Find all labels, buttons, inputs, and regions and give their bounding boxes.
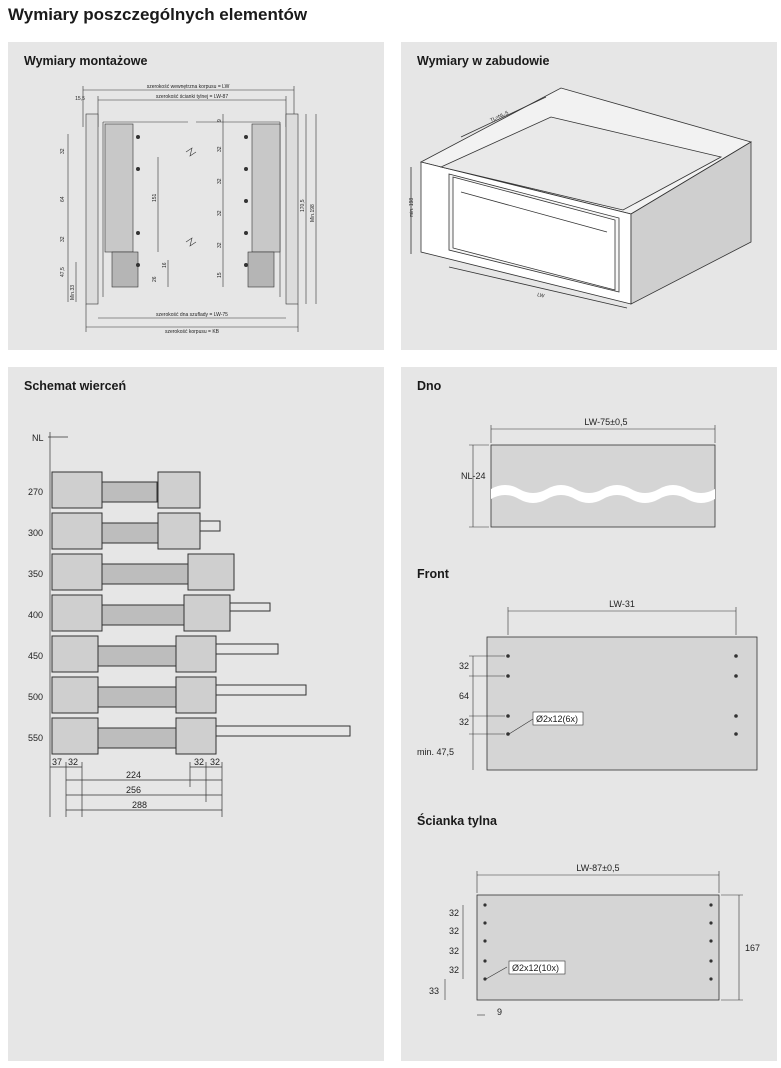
- dim-151: 151: [152, 193, 158, 202]
- page-title: Wymiary poszczególnych elementów: [8, 5, 308, 24]
- row-label-550: 550: [28, 733, 43, 743]
- panel-components: LW-75±0,5 NL-24 LW-31 32 6: [401, 367, 777, 1061]
- panel-title-front: Front: [417, 567, 449, 581]
- drill-rows: [51, 471, 351, 755]
- inner-width-label: szerokość wewnętrzna korpusu = LW: [147, 84, 230, 90]
- back-height-dim: 167: [745, 943, 760, 953]
- dim-26: 26: [152, 276, 158, 282]
- panel-drilling-scheme: NL 270 300 350 400 450 500 550 37 32 224…: [8, 367, 384, 1061]
- front-dim-32-low: 32: [459, 717, 469, 727]
- dim-r-15: 15: [217, 272, 223, 278]
- min-height-label: min. 198: [409, 198, 415, 217]
- front-dim-32-top: 32: [459, 661, 469, 671]
- back-dim-32-a: 32: [449, 908, 459, 918]
- dim-r-32-c: 32: [217, 210, 223, 216]
- dim-32-b: 32: [194, 757, 204, 767]
- dim-16: 16: [162, 262, 168, 268]
- panel-title-back-wall: Ścianka tylna: [417, 814, 497, 828]
- dim-min-33: Min.33: [70, 285, 76, 300]
- dim-low-32: 32: [60, 236, 66, 242]
- bottom-width-dim: LW-75±0,5: [584, 417, 627, 427]
- panel-title-drilling: Schemat wierceń: [24, 379, 127, 393]
- back-dim-32-d: 32: [449, 965, 459, 975]
- row-label-350: 350: [28, 569, 43, 579]
- back-dim-33: 33: [429, 986, 439, 996]
- row-label-300: 300: [28, 528, 43, 538]
- dim-256: 256: [126, 785, 141, 795]
- front-dim-64: 64: [459, 691, 469, 701]
- front-holes-label: Ø2x12(6x): [536, 714, 578, 724]
- back-dim-9: 9: [497, 1007, 502, 1017]
- mounting-drawing: szerokość wewnętrzna korpusu = LW szerok…: [60, 84, 317, 335]
- dim-170-5: 170,5: [300, 199, 306, 212]
- panel-mounting-dimensions: szerokość wewnętrzna korpusu = LW szerok…: [8, 42, 384, 350]
- lw-label: LW: [537, 292, 546, 300]
- dim-left-offset: 15,5: [75, 96, 85, 102]
- row-label-500: 500: [28, 692, 43, 702]
- cabinet-width-label: szerokość korpusu = KB: [165, 329, 220, 335]
- installed-drawing: TL=NL-5 min. 198 LW: [409, 87, 752, 309]
- back-width-dim: LW-87±0,5: [576, 863, 619, 873]
- dim-r-32-a: 32: [217, 146, 223, 152]
- front-width-dim: LW-31: [609, 599, 635, 609]
- dim-r-32-b: 32: [217, 178, 223, 184]
- dim-32-a: 32: [68, 757, 78, 767]
- dim-mid-64: 64: [60, 196, 66, 202]
- dim-r-32-d: 32: [217, 242, 223, 248]
- dim-288: 288: [132, 800, 147, 810]
- panel-installed-dimensions: TL=NL-5 min. 198 LW Wymiary w zabudowie: [401, 42, 777, 350]
- bottom-width-label: szerokość dna szuflady = LW-75: [156, 312, 228, 318]
- nl-label: NL: [32, 433, 44, 443]
- dim-224: 224: [126, 770, 141, 780]
- bottom-depth-dim: NL-24: [461, 471, 486, 481]
- panel-title-installed: Wymiary w zabudowie: [417, 54, 550, 68]
- front-dim-min-47: min. 47,5: [417, 747, 454, 757]
- panel-title-mounting: Wymiary montażowe: [24, 54, 148, 68]
- dim-low-47-5: 47,5: [60, 267, 66, 277]
- row-label-450: 450: [28, 651, 43, 661]
- dim-min-198: Min.198: [310, 204, 316, 222]
- drilling-drawing: NL 270 300 350 400 450 500 550 37 32 224…: [28, 432, 351, 817]
- front-drawing: LW-31 32 64 32 min. 47,5 Ø2x12(6x): [417, 599, 758, 771]
- panel-title-bottom: Dno: [417, 379, 442, 393]
- row-label-270: 270: [28, 487, 43, 497]
- row-label-400: 400: [28, 610, 43, 620]
- back-width-label: szerokość ścianki tylnej = LW-87: [156, 94, 228, 100]
- back-dim-32-c: 32: [449, 946, 459, 956]
- dim-37: 37: [52, 757, 62, 767]
- bottom-drawing: LW-75±0,5 NL-24: [461, 417, 716, 528]
- back-wall-drawing: LW-87±0,5 167 32 32 32 32 33 9 Ø2x12(10x…: [429, 863, 760, 1017]
- back-holes-label: Ø2x12(10x): [512, 963, 559, 973]
- back-dim-32-b: 32: [449, 926, 459, 936]
- dim-top-32: 32: [60, 148, 66, 154]
- components-drawing: LW-75±0,5 NL-24 LW-31 32 6: [417, 417, 760, 1017]
- dim-32-c: 32: [210, 757, 220, 767]
- dim-r-9: 9: [217, 119, 223, 122]
